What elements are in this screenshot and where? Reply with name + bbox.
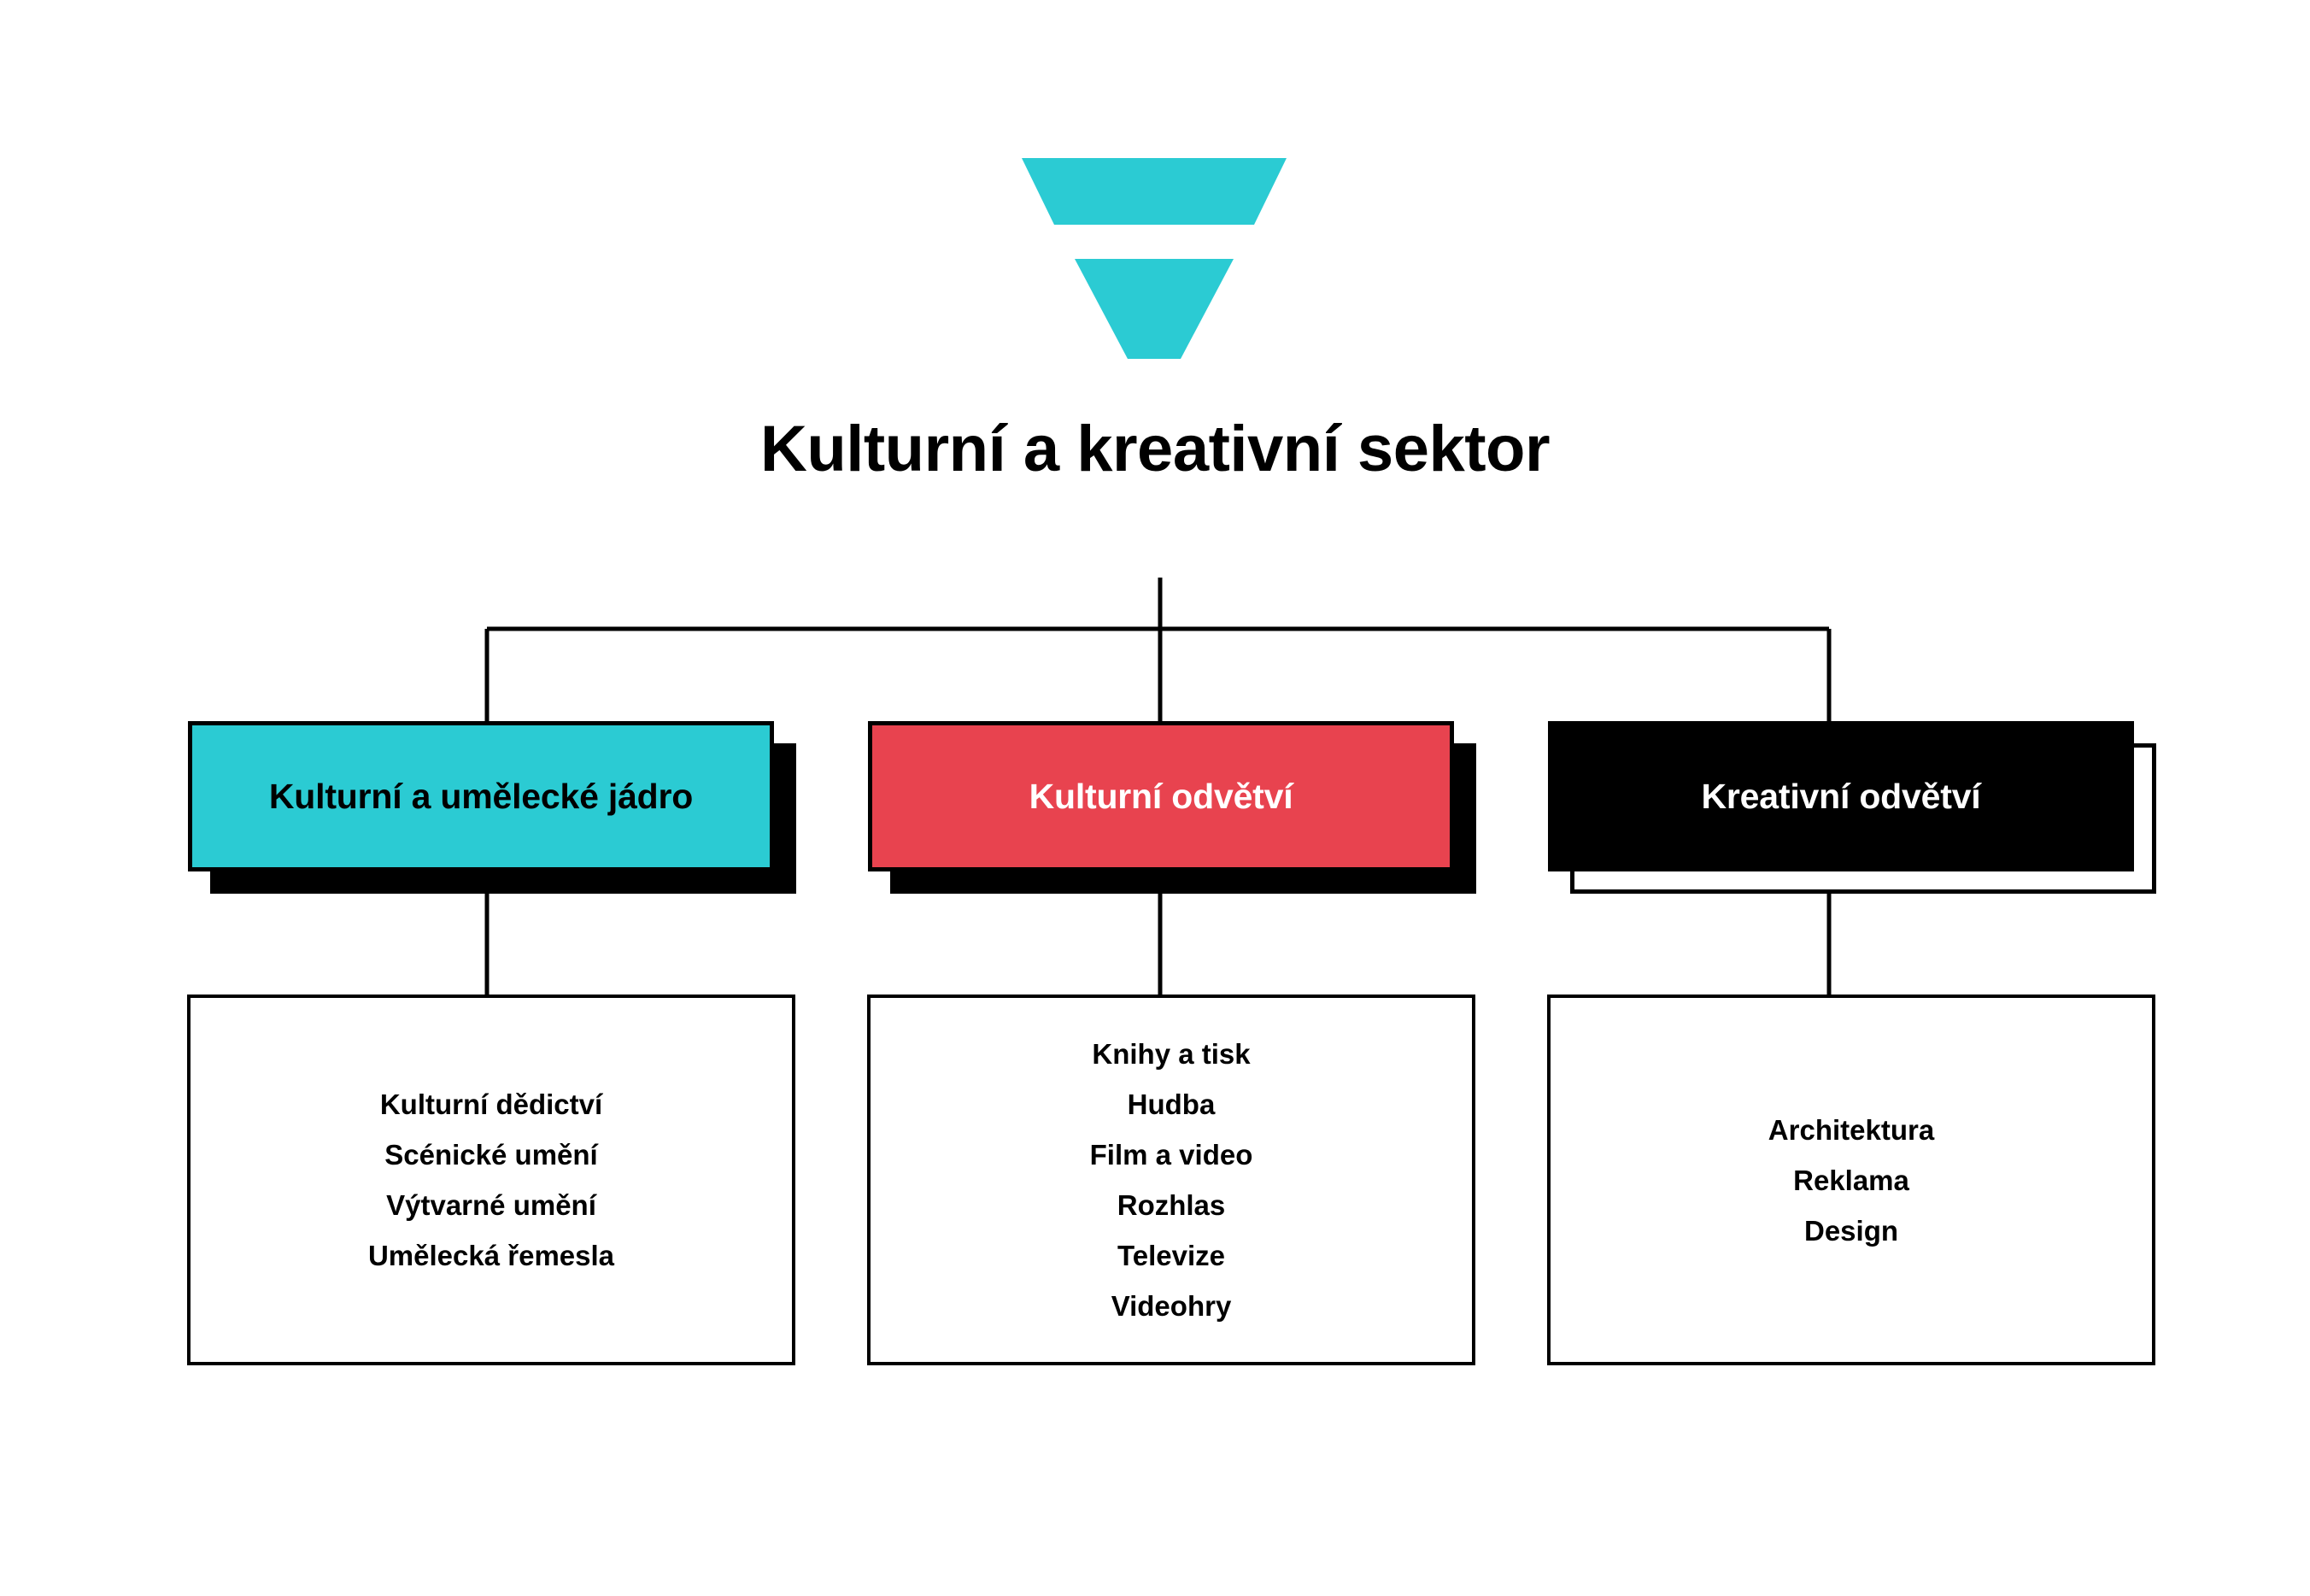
branch-card-creative-industries[interactable]: Kreativní odvětví (1548, 721, 2156, 894)
list-item: Scénické umění (384, 1139, 598, 1171)
triangle-chevron-logo-icon (1022, 158, 1287, 359)
detail-box-cultural-artistic-core: Kulturní dědictví Scénické umění Výtvarn… (187, 995, 795, 1365)
list-item: Videohry (1111, 1290, 1232, 1322)
card-surface[interactable]: Kulturní odvětví (868, 721, 1454, 871)
card-surface[interactable]: Kulturní a umělecké jádro (188, 721, 774, 871)
list-item: Design (1803, 1214, 1899, 1247)
card-label: Kreativní odvětví (1701, 776, 1981, 816)
card-label: Kulturní a umělecké jádro (268, 776, 694, 816)
list-item: Knihy a tisk (1092, 1038, 1251, 1070)
list-item: Kulturní dědictví (379, 1088, 603, 1120)
detail-box-cultural-industries: Knihy a tisk Hudba Film a video Rozhlas … (867, 995, 1475, 1365)
card-surface[interactable]: Kreativní odvětví (1548, 721, 2134, 871)
card-label: Kulturní odvětví (1029, 776, 1293, 816)
list-item: Výtvarné umění (386, 1189, 596, 1221)
page-title: Kulturní a kreativní sektor (759, 413, 1551, 485)
branch-card-cultural-industries[interactable]: Kulturní odvětví (868, 721, 1476, 894)
list-item: Hudba (1127, 1088, 1216, 1120)
detail-box-creative-industries: Architektura Reklama Design (1547, 995, 2155, 1365)
list-item: Architektura (1768, 1113, 1935, 1146)
list-item: Rozhlas (1117, 1189, 1226, 1221)
list-item: Reklama (1793, 1164, 1909, 1196)
list-item: Film a video (1089, 1139, 1253, 1171)
list-item: Televize (1117, 1240, 1225, 1271)
branch-card-cultural-artistic-core[interactable]: Kulturní a umělecké jádro (188, 721, 796, 894)
list-item: Umělecká řemesla (367, 1240, 615, 1271)
